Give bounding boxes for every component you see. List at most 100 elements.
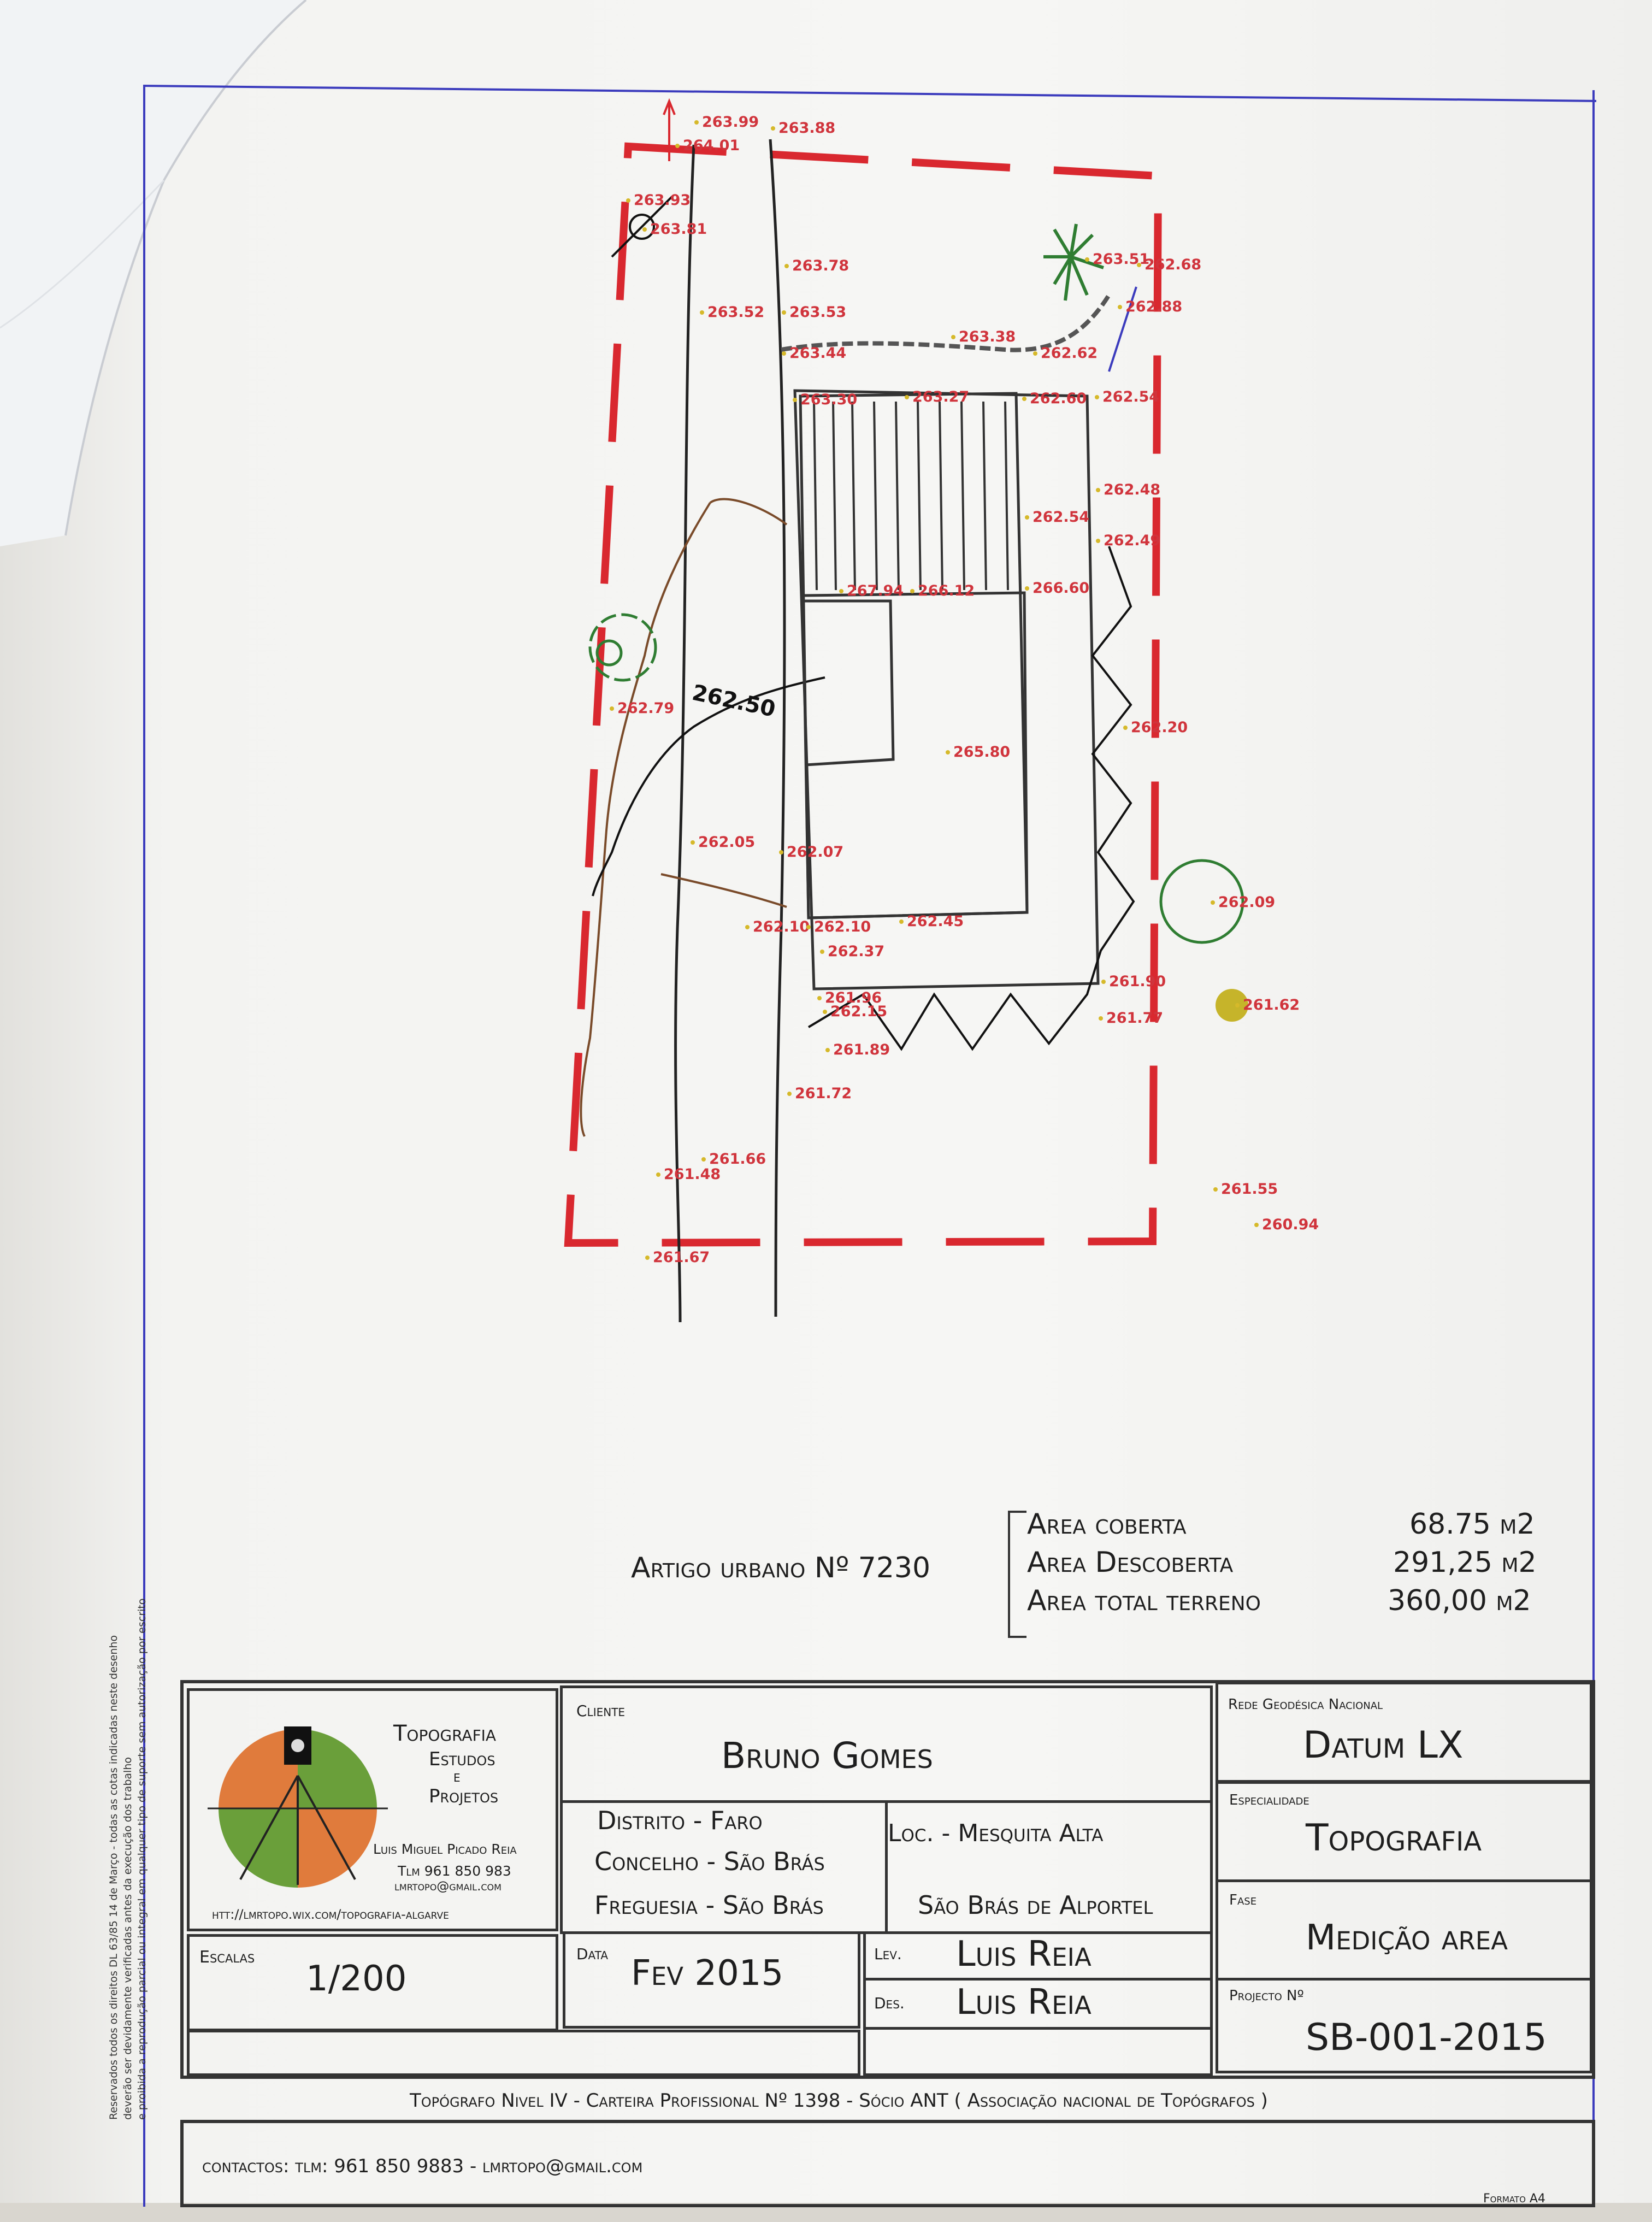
company-logo [208,1726,388,1888]
elevation-label: 262.48 [1104,481,1160,498]
elevation-label: 262.05 [698,834,755,851]
lev-label: Lev. [874,1945,902,1963]
freguesia: Freguesia - São Brás [594,1890,824,1920]
elevation-label: 263.78 [792,257,849,274]
elevation-point [899,920,904,924]
elevation-label: 263.99 [702,114,759,131]
elevation-point [745,925,750,929]
elevation-label: 266.12 [918,582,975,599]
lev-value: Luis Reia [956,1934,1092,1975]
elevation-label: 263.93 [634,192,691,209]
elevation-point [1118,305,1122,309]
elevation-point [700,310,704,315]
elevation-point [825,1048,830,1052]
company-line-3: e [453,1767,461,1785]
elevation-point [1096,539,1100,543]
elevation-point [1101,980,1106,984]
elevation-point [905,395,909,399]
side-note: Reservados todos os direitos DL 63/85 14… [107,1598,149,2120]
elevation-point [1095,395,1099,399]
elevation-point [793,398,797,402]
elevation-point [1213,1187,1218,1192]
elevation-point [951,335,955,339]
elevation-label: 263.81 [650,221,707,238]
elevation-point [1211,900,1215,905]
side-note-line-3: e proibida a reprodução parcial ou integ… [136,1598,148,2120]
elevation-label: 263.44 [789,345,846,362]
elevation-label: 262.15 [830,1003,887,1020]
elevation-point [610,706,614,711]
area-coberta-label: Area coberta [1027,1508,1187,1541]
data-label: Data [576,1945,609,1963]
elevation-point [806,925,811,929]
blue-line [1108,286,1137,372]
projecto-label: Projecto Nº [1229,1988,1304,2004]
elevation-label: 262.88 [1125,298,1182,315]
elevation-label: 263.53 [789,304,846,321]
blank-panel [187,2030,860,2076]
elevation-point [1137,263,1141,267]
especialidade-label: Especialidade [1229,1792,1309,1808]
elevation-label: 263.30 [800,391,857,408]
rede-label: Rede Geodésica Nacional [1228,1696,1383,1713]
elevation-label: 262.49 [1104,532,1160,549]
title-block [180,1680,1595,2079]
localidade-2: São Brás de Alportel [918,1890,1153,1920]
fase-label: Fase [1229,1892,1257,1908]
elevation-label: 263.38 [959,328,1016,345]
elevation-label: 261.89 [833,1041,890,1058]
elevation-point [1022,397,1026,401]
elevation-point [645,1256,650,1260]
cliente-name: Bruno Gomes [721,1735,933,1777]
elevation-label: 263.88 [778,120,835,137]
elevation-label: 261.72 [795,1085,852,1102]
elevation-point [1099,1016,1103,1021]
shrub-top [1043,223,1104,301]
elevation-point [1123,726,1128,730]
elevation-label: 260.94 [1262,1216,1319,1233]
building [793,389,1100,991]
person-tlm: Tlm 961 850 983 [398,1863,511,1879]
elevation-point [771,126,775,131]
elevation-point [779,850,783,854]
area-descoberta-label: Area Descoberta [1027,1546,1234,1579]
escala-value: 1/200 [306,1959,407,1999]
drawing-frame-right [1592,90,1595,2203]
elevation-label: 264.01 [683,137,740,154]
fase-value: Medição area [1306,1918,1508,1958]
lot-boundary [564,142,1163,1247]
elevation-point [784,264,789,268]
elevation-point [1085,257,1089,262]
elevation-point [642,227,647,232]
contour-label: 262.50 [690,680,778,722]
area-coberta-value: 68.75 m2 [1409,1508,1535,1541]
projecto-panel [1216,1978,1592,2073]
person-name: Luis Miguel Picado Reia [373,1841,517,1857]
elevation-point [691,840,695,845]
elevation-label: 262.10 [753,918,810,935]
survey-plan: 263.99 263.88 264.01 263.93 263.81 263.78 263.… [564,98,1319,1323]
distrito: Distrito - Faro [597,1806,763,1835]
elevation-label: 263.52 [707,304,764,321]
elevation-label: 263.27 [912,388,969,405]
company-url: htt://lmrtopo.wix.com/topografia-algarve [212,1907,449,1922]
elevation-label: 262.09 [1218,894,1275,911]
elevation-point [787,1092,792,1096]
artigo-label: Artigo urbano Nº 7230 [631,1552,931,1584]
tree-left [588,613,657,682]
area-descoberta-value: 291,25 m2 [1393,1546,1537,1579]
company-line-2: Estudos [429,1748,495,1770]
logo-panel [187,1688,558,1931]
elevation-label: 262.37 [828,943,884,960]
elevation-point [1033,351,1037,356]
elevation-point [782,351,786,356]
company-line-4: Projetos [429,1785,499,1807]
topografo-line: Topógrafo Nivel IV - Carteira Profission… [410,2090,1268,2112]
des-label: Des. [874,1994,905,2012]
contour-lines [580,498,788,1137]
elevation-point [656,1172,660,1177]
elevation-point [626,198,630,203]
elevation-point [1254,1223,1259,1227]
concelho: Concelho - São Brás [594,1847,825,1876]
elevation-label: 261.90 [1109,973,1166,990]
